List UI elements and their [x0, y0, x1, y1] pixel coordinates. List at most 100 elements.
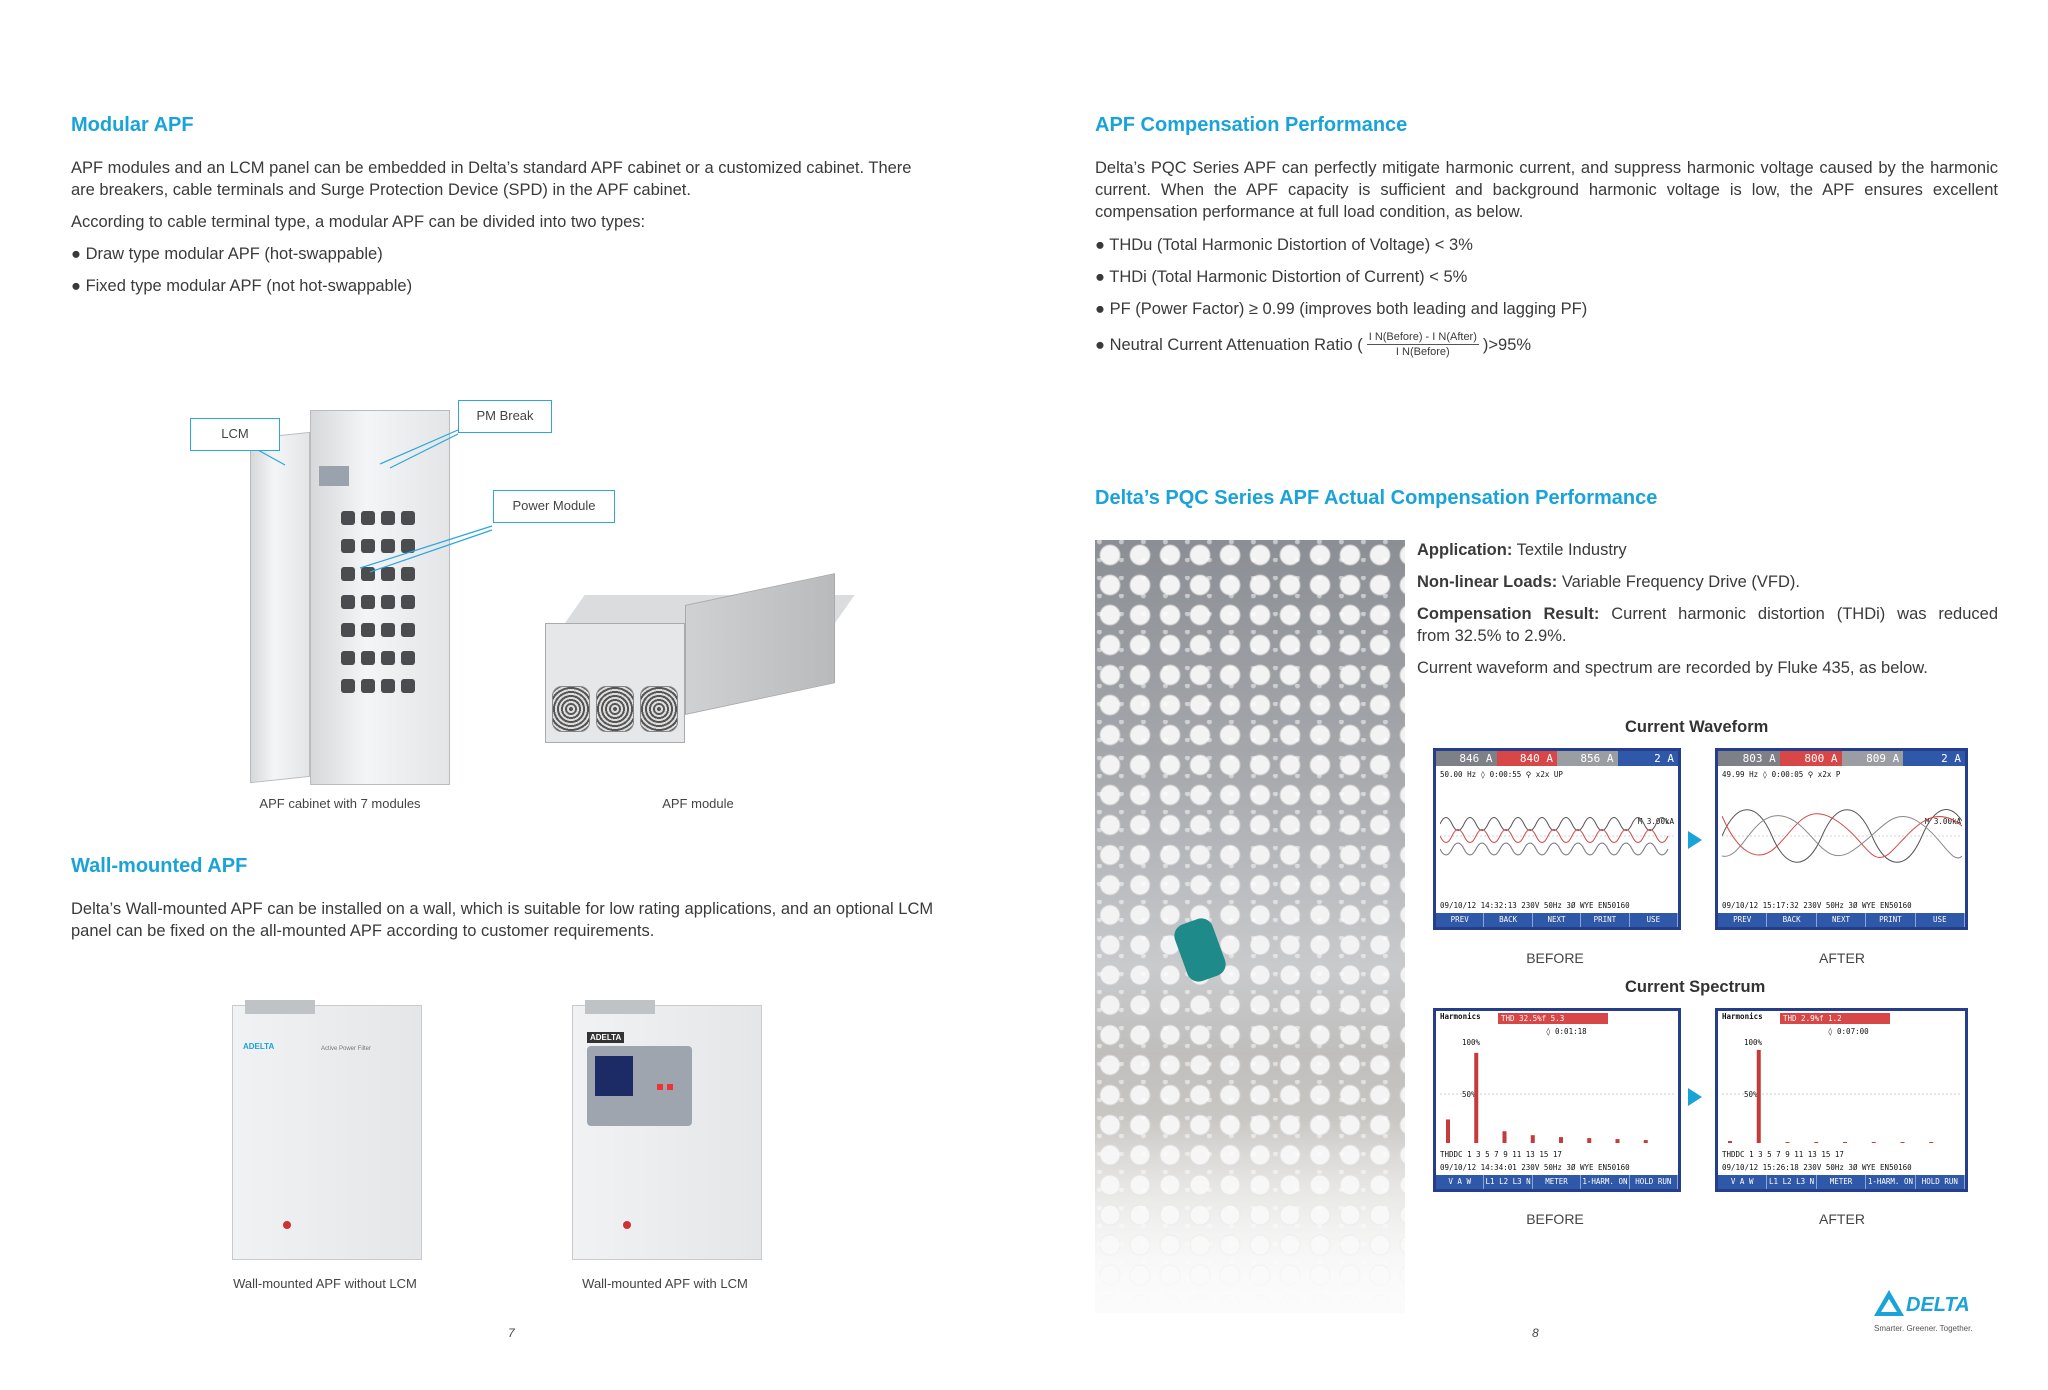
spectrum-100: 100% [1744, 1038, 1763, 1047]
spectrum-bar [1446, 1119, 1450, 1143]
spectrum-bar [1814, 1142, 1819, 1143]
scope-btn: USE [1916, 913, 1966, 927]
spectrum-thd: THD 32.5%f 5.3 [1498, 1013, 1608, 1024]
modular-apf-types-intro: According to cable terminal type, a modu… [71, 213, 646, 231]
spectrum-bar [1474, 1052, 1479, 1143]
caption-cabinet: APF cabinet with 7 modules [259, 796, 421, 811]
scope-btn: PRINT [1581, 913, 1630, 927]
unit-indicator [283, 1221, 291, 1229]
scope-buttons: PREV BACK NEXT PRINT USE [1436, 913, 1679, 927]
spectrum-bar [1728, 1141, 1732, 1143]
para-line: APF modules and an LCM panel can be embe… [71, 159, 912, 177]
actual-performance-heading: Delta’s PQC Series APF Actual Compensati… [1095, 487, 1658, 509]
lcm-screen [595, 1056, 633, 1096]
spectrum-bar [1785, 1142, 1790, 1143]
result-value: Current harmonic distortion (THDi) was r… [1599, 605, 1998, 623]
reading-l2: 800 A [1779, 751, 1842, 766]
scope-btn: L1 L2 L3 N ALL [1484, 1175, 1533, 1200]
spectrum-title: Current Spectrum [1625, 978, 1766, 996]
result-block: Compensation Result: Current harmonic di… [1417, 603, 1998, 647]
delta-tagline: Smarter. Greener. Together. [1874, 1324, 1973, 1333]
spectrum-after-plot [1722, 1049, 1962, 1143]
scope-btn: PREV [1718, 913, 1768, 927]
delta-logo: DELTA Smarter. Greener. Together. [1872, 1288, 1973, 1338]
para-line: Delta’s Wall-mounted APF can be installe… [71, 900, 934, 918]
scope-buttons: V A W L1 L2 L3 N ALL METER 1-HARM. ON OF… [1718, 1175, 1966, 1200]
spectrum-50: 50% [1462, 1090, 1476, 1099]
unit-indicator [623, 1221, 631, 1229]
scope-btn: 1-HARM. ON OFF [1581, 1175, 1630, 1200]
scope-btn: PRINT [1866, 913, 1916, 927]
bullet-thdu: THDu (Total Harmonic Distortion of Volta… [1095, 234, 1473, 256]
scope-btn: HOLD RUN [1630, 1175, 1679, 1189]
application-value: Textile Industry [1512, 541, 1627, 559]
spectrum-bar [1900, 1142, 1905, 1143]
spectrum-before-label: BEFORE [1526, 1211, 1584, 1227]
photo-fade [1095, 1053, 1405, 1313]
application-label: Application: [1417, 541, 1513, 559]
bullet-draw-type: Draw type modular APF (hot-swappable) [71, 243, 383, 265]
scope-btn: METER [1817, 1175, 1867, 1189]
modular-apf-paragraph: APF modules and an LCM panel can be embe… [71, 157, 1021, 201]
bullet-fixed-type: Fixed type modular APF (not hot-swappabl… [71, 275, 413, 297]
spectrum-100: 100% [1462, 1038, 1481, 1047]
spectrum-footer: 09/10/12 15:26:18 230V 50Hz 3Ø WYE EN501… [1722, 1163, 1912, 1172]
para-line: compensation performance at full load co… [1095, 203, 1524, 221]
unit-label: Active Power Filter [321, 1046, 372, 1052]
wall-mounted-heading: Wall-mounted APF [71, 855, 248, 877]
spectrum-bar [1929, 1142, 1934, 1143]
spectrum-after-label: AFTER [1819, 1211, 1865, 1227]
bullet-thdi: THDi (Total Harmonic Distortion of Curre… [1095, 266, 1467, 288]
unit-brand: ADELTA [243, 1042, 275, 1051]
caption-wall-with-lcm: Wall-mounted APF with LCM [582, 1276, 748, 1291]
scope-btn: V A W [1718, 1175, 1768, 1189]
reading-l2: 840 A [1496, 751, 1557, 766]
spectrum-timer: ◊ 0:07:00 [1828, 1027, 1869, 1036]
scope-info: 49.99 Hz ◊ 0:00:05 ⚲ x2x P [1722, 770, 1841, 779]
lcm-display-panel [587, 1046, 692, 1126]
scope-footer: 09/10/12 15:17:32 230V 50Hz 3Ø WYE EN501… [1722, 901, 1912, 910]
page-number-right: 8 [1532, 1326, 1539, 1340]
waveform-after-plot [1722, 809, 1962, 863]
caption-wall-without-lcm: Wall-mounted APF without LCM [233, 1276, 417, 1291]
ratio-fraction: I N(Before) - I N(After) I N(Before) [1366, 330, 1479, 359]
loads-line: Non-linear Loads: Variable Frequency Dri… [1417, 571, 1800, 593]
application-line: Application: Textile Industry [1417, 539, 1627, 561]
reading-l1: 846 A [1436, 751, 1497, 766]
para-line: Delta’s PQC Series APF can perfectly mit… [1095, 159, 1998, 177]
para-line: current. When the APF capacity is suffic… [1095, 181, 1998, 199]
scope-btn: HOLD RUN [1916, 1175, 1966, 1189]
ratio-denominator: I N(Before) [1395, 346, 1450, 358]
page-number-left: 7 [508, 1326, 515, 1340]
waveform-before-label: BEFORE [1526, 950, 1584, 966]
callout-pm-break: PM Break [458, 400, 552, 433]
module-front [545, 623, 685, 743]
wall-mounted-paragraph: Delta’s Wall-mounted APF can be installe… [71, 898, 1031, 942]
spectrum-head: Harmonics [1440, 1012, 1481, 1021]
scope-btn: PREV [1436, 913, 1485, 927]
spectrum-before-screen: Harmonics THD 32.5%f 5.3 ◊ 0:01:18 100% … [1433, 1008, 1681, 1200]
reading-n: 2 A [1617, 751, 1678, 766]
cabinet-modules [341, 511, 415, 693]
spectrum-axis: THDDC 1 3 5 7 9 11 13 15 17 [1722, 1150, 1844, 1159]
spectrum-head: Harmonics [1722, 1012, 1763, 1021]
compensation-paragraph: Delta’s PQC Series APF can perfectly mit… [1095, 157, 1998, 223]
waveform-before-screen: 846 A 840 A 856 A 2 A 50.00 Hz ◊ 0:00:55… [1433, 748, 1681, 930]
callout-power-module: Power Module [493, 490, 615, 523]
scope-btn: L1 L2 L3 N ALL [1767, 1175, 1817, 1200]
scope-buttons: PREV BACK NEXT PRINT USE [1718, 913, 1966, 927]
modular-apf-heading: Modular APF [71, 114, 194, 136]
para-line: panel can be fixed on the all-mounted AP… [71, 922, 655, 940]
waveform-after-label: AFTER [1819, 950, 1865, 966]
delta-wordmark: DELTA [1906, 1294, 1970, 1316]
unit-brand: ADELTA [587, 1032, 625, 1043]
bullet-pf: PF (Power Factor) ≥ 0.99 (improves both … [1095, 298, 1588, 320]
reading-l3: 809 A [1841, 751, 1904, 766]
spectrum-bar [1502, 1131, 1507, 1143]
scope-btn: USE [1630, 913, 1679, 927]
loads-value: Variable Frequency Drive (VFD). [1557, 573, 1800, 591]
scope-btn: METER [1533, 1175, 1582, 1189]
result-label: Compensation Result: [1417, 605, 1600, 623]
spectrum-timer: ◊ 0:01:18 [1546, 1027, 1587, 1036]
spectrum-footer: 09/10/12 14:34:01 230V 50Hz 3Ø WYE EN501… [1440, 1163, 1630, 1172]
